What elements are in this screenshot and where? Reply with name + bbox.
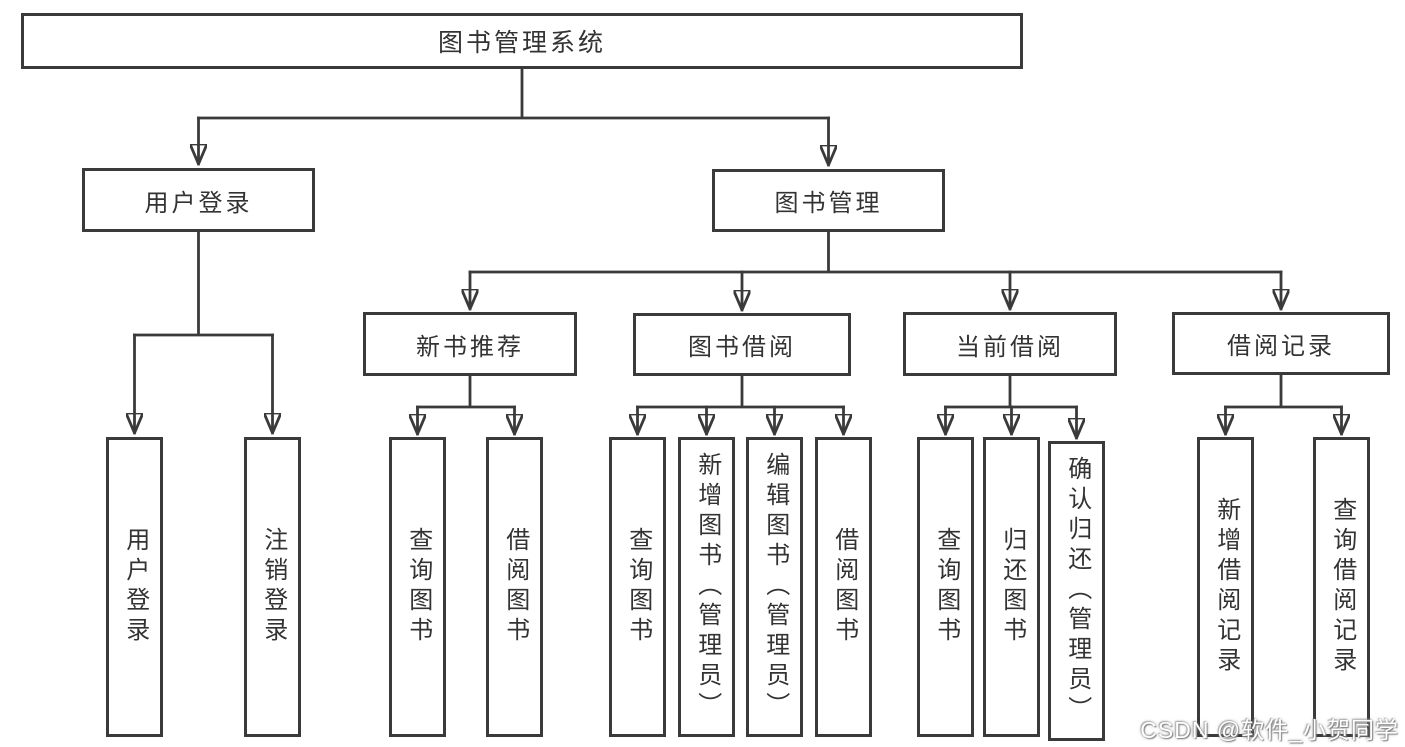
node-root-system: 图书管理系统 — [21, 13, 1023, 69]
leaf-borrow-add-books-admin-label: 新增图书（管理员） — [693, 452, 721, 722]
leaf-current-return-books: 归还图书 — [983, 437, 1040, 737]
leaf-user-login: 用户登录 — [106, 437, 163, 737]
leaf-borrow-borrow-books-label: 借阅图书 — [830, 527, 858, 647]
csdn-watermark: CSDN @软件_小贺同学 — [1140, 717, 1399, 743]
leaf-newrec-borrow-books-label: 借阅图书 — [501, 527, 529, 647]
leaf-records-query-record-label: 查询借阅记录 — [1328, 497, 1356, 677]
leaf-newrec-borrow-books: 借阅图书 — [486, 437, 543, 737]
leaf-user-login-label: 用户登录 — [121, 527, 149, 647]
node-book-borrow: 图书借阅 — [633, 313, 851, 376]
node-user-login: 用户登录 — [82, 168, 315, 232]
leaf-newrec-query-books: 查询图书 — [389, 437, 446, 737]
leaf-newrec-query-books-label: 查询图书 — [404, 527, 432, 647]
leaf-records-add-record-label: 新增借阅记录 — [1212, 497, 1240, 677]
node-new-book-recommend: 新书推荐 — [363, 312, 577, 376]
node-borrow-records: 借阅记录 — [1172, 312, 1390, 375]
leaf-records-query-record: 查询借阅记录 — [1313, 437, 1370, 737]
leaf-borrow-add-books-admin: 新增图书（管理员） — [678, 437, 735, 737]
leaf-borrow-borrow-books: 借阅图书 — [815, 437, 872, 737]
leaf-records-add-record: 新增借阅记录 — [1197, 437, 1254, 737]
leaf-current-return-books-label: 归还图书 — [998, 527, 1026, 647]
leaf-logout: 注销登录 — [244, 437, 301, 737]
leaf-borrow-edit-books-admin-label: 编辑图书（管理员） — [761, 452, 789, 722]
leaf-borrow-edit-books-admin: 编辑图书（管理员） — [746, 437, 803, 737]
leaf-current-confirm-return-admin: 确认归还（管理员） — [1048, 441, 1105, 741]
leaf-current-query-books: 查询图书 — [917, 437, 974, 737]
leaf-borrow-query-books-label: 查询图书 — [624, 527, 652, 647]
node-book-management: 图书管理 — [712, 169, 945, 232]
leaf-borrow-query-books: 查询图书 — [609, 437, 666, 737]
node-current-borrow: 当前借阅 — [903, 312, 1117, 376]
leaf-current-confirm-return-admin-label: 确认归还（管理员） — [1063, 456, 1091, 726]
leaf-logout-label: 注销登录 — [259, 527, 287, 647]
leaf-current-query-books-label: 查询图书 — [932, 527, 960, 647]
